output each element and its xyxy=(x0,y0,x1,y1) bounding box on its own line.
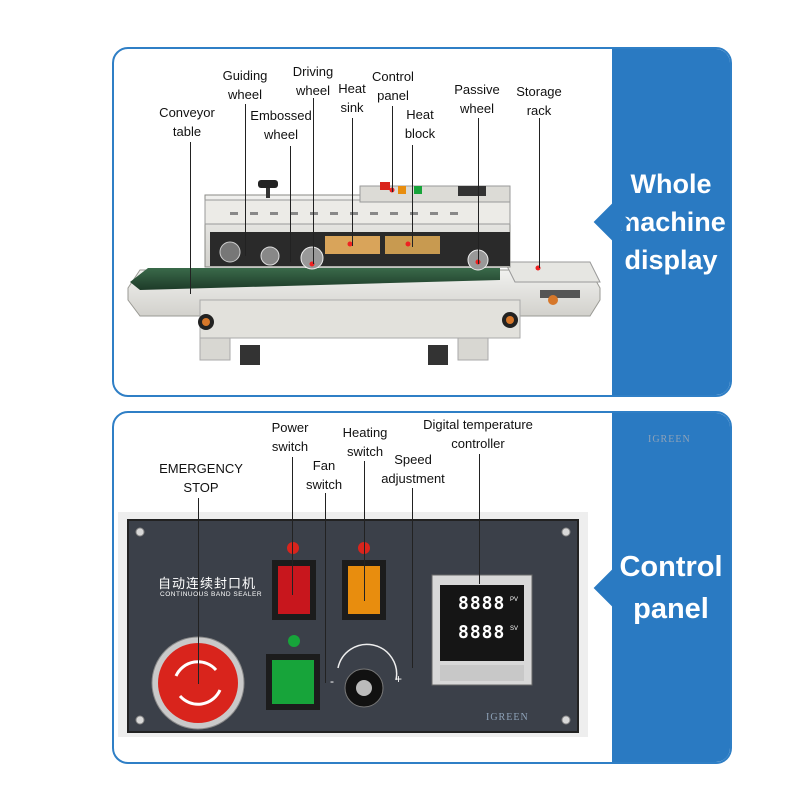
leader-line xyxy=(539,118,540,268)
sidebar-title-line: machine xyxy=(616,207,726,237)
control-panel-plate xyxy=(118,512,588,737)
sidebar-title-line: Whole xyxy=(630,169,712,199)
watermark-text: IGREEN xyxy=(648,434,691,445)
sidebar-title-line: display xyxy=(624,245,718,275)
leader-line xyxy=(325,493,326,683)
control-panel-sidebar: Control panel xyxy=(593,413,730,762)
speed-minus-label: - xyxy=(330,674,334,688)
sv-label: SV xyxy=(510,626,519,632)
temperature-display-top: 8888 xyxy=(458,593,506,614)
panel-chinese-name: 自动连续封口机 xyxy=(158,576,257,591)
temperature-display-bottom: 8888 xyxy=(458,622,506,643)
leader-line xyxy=(313,98,314,264)
panel-english-name: CONTINUOUS BAND SEALER xyxy=(160,591,263,598)
leader-line xyxy=(479,454,480,584)
leader-line xyxy=(245,104,246,256)
speed-plus-label: + xyxy=(395,672,403,686)
pv-label: PV xyxy=(510,597,519,603)
watermark-text: IGREEN xyxy=(486,712,529,723)
leader-line xyxy=(392,106,393,192)
sidebar-title-line: panel xyxy=(633,592,709,625)
band-sealer-machine-image xyxy=(127,180,601,365)
leader-line xyxy=(412,488,413,668)
leader-line xyxy=(364,461,365,601)
machine-display-sidebar: Whole machine display xyxy=(593,49,730,395)
leader-line xyxy=(198,498,199,684)
leader-line xyxy=(412,145,413,247)
leader-line xyxy=(478,118,479,264)
leader-line xyxy=(352,118,353,246)
leader-line xyxy=(292,457,293,595)
leader-line xyxy=(290,146,291,262)
sidebar-title-line: Control xyxy=(619,550,723,583)
leader-line xyxy=(190,142,191,294)
